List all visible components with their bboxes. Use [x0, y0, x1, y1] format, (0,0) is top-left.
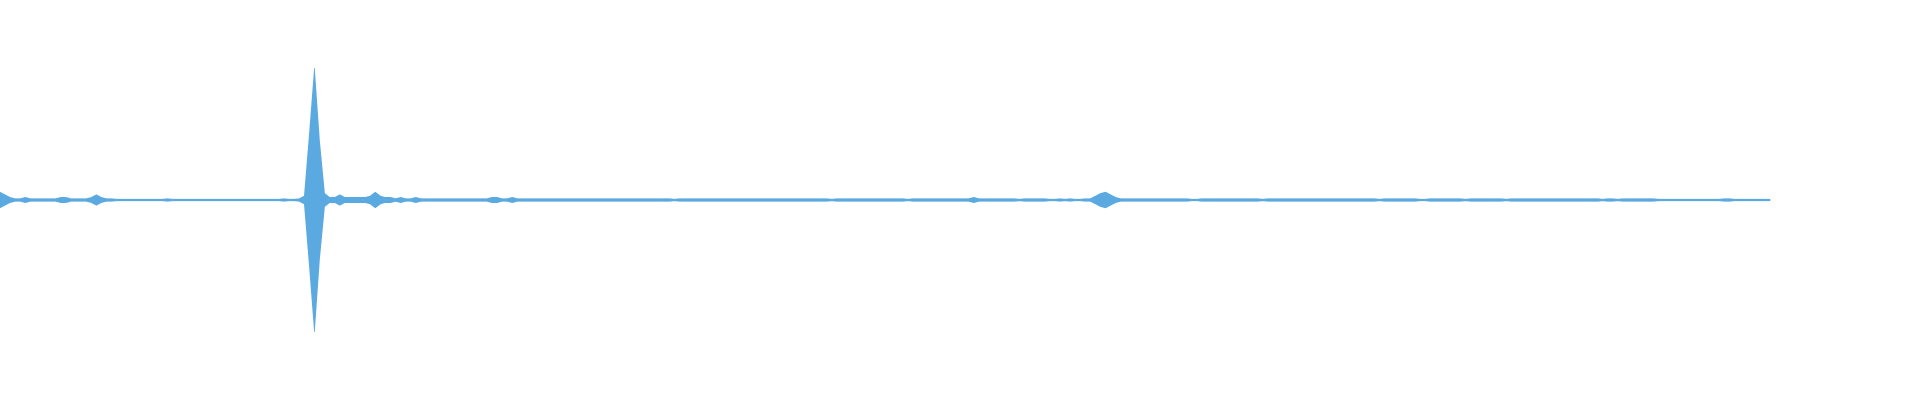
waveform-trace — [0, 67, 1771, 333]
